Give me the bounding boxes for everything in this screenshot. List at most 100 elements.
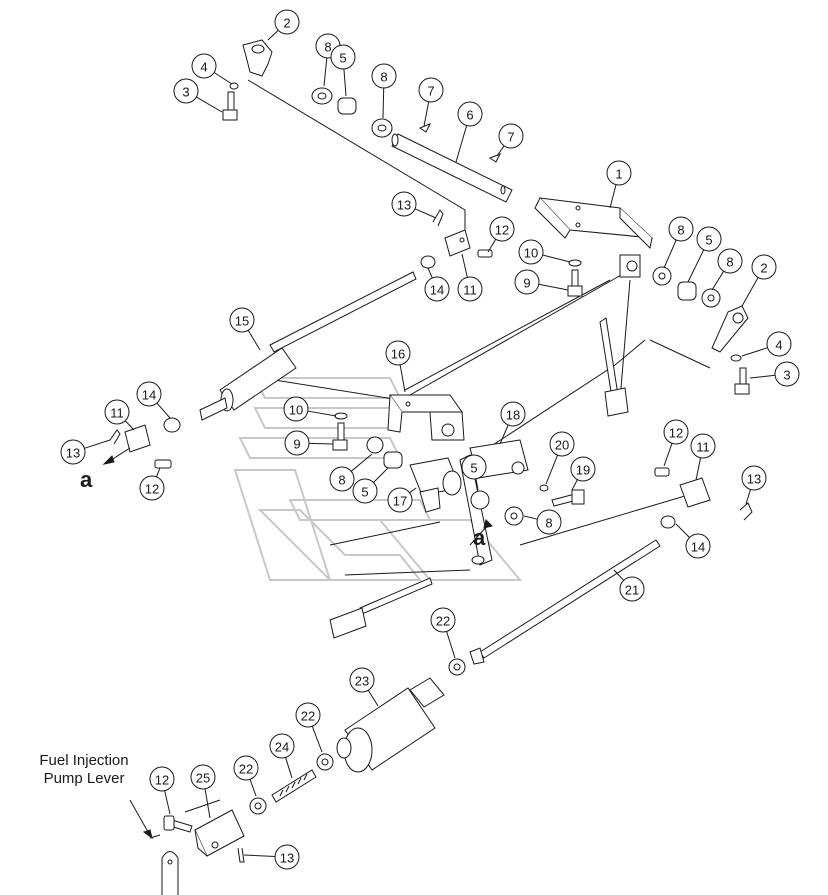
callout-leader — [609, 184, 617, 209]
lever-arm — [599, 317, 629, 417]
callout-circle — [619, 576, 645, 602]
callout-12: 12 — [663, 419, 689, 467]
callout-10: 10 — [518, 239, 571, 265]
callout-9: 9 — [284, 430, 334, 456]
callout-circle — [136, 381, 162, 407]
block-left — [124, 424, 151, 453]
washer-20 — [539, 484, 549, 492]
callout-circle — [766, 331, 792, 357]
callout-circle — [284, 430, 310, 456]
callout-4: 4 — [191, 53, 233, 85]
callout-label: 13 — [280, 851, 294, 866]
reference-mark-a-center: a — [473, 525, 486, 550]
callout-circle — [295, 702, 321, 728]
callout-14: 14 — [136, 381, 171, 419]
callout-label: 1 — [615, 167, 622, 182]
callout-leader — [196, 96, 223, 113]
callout-leader — [84, 439, 111, 449]
leader-lines — [149, 79, 711, 839]
clevis-right — [711, 305, 749, 353]
callout-leader — [487, 238, 497, 253]
callout-19: 19 — [570, 456, 596, 491]
callout-label: 7 — [507, 130, 514, 145]
callout-leader — [542, 254, 571, 263]
callout-leader — [741, 347, 768, 357]
key-2 — [488, 153, 502, 163]
callout-circle — [536, 509, 562, 535]
callout-label: 19 — [576, 463, 590, 478]
callout-circle — [269, 733, 295, 759]
rod-assembly-15 — [199, 271, 417, 421]
callout-12: 12 — [487, 216, 515, 253]
callout-label: 11 — [463, 283, 477, 298]
callout-15: 15 — [229, 307, 261, 351]
callout-11: 11 — [457, 253, 483, 302]
callout-circle — [274, 844, 300, 870]
callout-label: 20 — [555, 438, 569, 453]
callout-label: 3 — [182, 85, 189, 100]
callout-leader — [373, 467, 389, 483]
callout-leader — [545, 454, 559, 485]
callout-leader — [427, 267, 433, 279]
callout-circle — [229, 307, 255, 333]
callout-8: 8 — [711, 248, 743, 291]
callout-circle — [457, 101, 483, 127]
callout-8: 8 — [329, 453, 373, 492]
callout-label: 8 — [545, 516, 552, 531]
callout-4: 4 — [741, 331, 792, 357]
callout-10: 10 — [283, 396, 337, 422]
callout-label: 5 — [339, 51, 346, 66]
callout-label: 22 — [301, 709, 315, 724]
callout-label: 2 — [283, 16, 290, 31]
shaft — [391, 133, 513, 203]
callout-label: 12 — [669, 426, 683, 441]
callout-circle — [418, 77, 444, 103]
callout-leader — [323, 57, 328, 87]
rod-21 — [469, 539, 661, 665]
callout-leader — [687, 249, 705, 283]
callout-9: 9 — [514, 269, 569, 295]
washer-14-right — [660, 515, 676, 529]
bolt-right — [734, 367, 750, 395]
pin-top — [477, 249, 493, 258]
callout-leader — [711, 270, 725, 291]
callout-18: 18 — [499, 401, 526, 445]
callout-12: 12 — [149, 766, 175, 815]
callout-circle — [424, 276, 450, 302]
callout-label: 9 — [523, 276, 530, 291]
callout-label: 3 — [783, 368, 790, 383]
callout-circle — [717, 248, 743, 274]
callout-label: 10 — [524, 246, 538, 261]
callout-23: 23 — [349, 667, 379, 707]
pin-left — [154, 459, 172, 469]
note-line-2: Pump Lever — [44, 770, 125, 787]
bushing-17 — [470, 490, 490, 510]
clip-right — [739, 502, 753, 521]
callout-circle — [457, 276, 483, 302]
note-arrow — [129, 799, 149, 833]
callout-leader — [124, 420, 135, 431]
bolt-12-lower — [163, 815, 193, 833]
callout-5: 5 — [687, 226, 722, 283]
callout-label: 8 — [324, 40, 331, 55]
stud-24 — [271, 769, 317, 803]
callout-2: 2 — [267, 9, 300, 41]
callout-label: 23 — [355, 674, 369, 689]
callout-label: 11 — [110, 406, 124, 421]
sleeve-top — [337, 97, 357, 115]
callout-leader — [749, 374, 776, 379]
callout-circle — [149, 766, 175, 792]
bracket-16 — [387, 394, 465, 441]
callout-label: 6 — [466, 108, 473, 123]
callout-circle — [514, 269, 540, 295]
callout-leader — [745, 489, 751, 505]
callout-leader — [308, 442, 334, 445]
bolt-top — [222, 91, 238, 121]
callout-label: 13 — [66, 446, 80, 461]
callout-circle — [685, 533, 711, 559]
washer-right — [730, 354, 742, 362]
callout-label: 14 — [142, 388, 156, 403]
callout-circle — [696, 226, 722, 252]
callout-25: 25 — [190, 764, 216, 819]
